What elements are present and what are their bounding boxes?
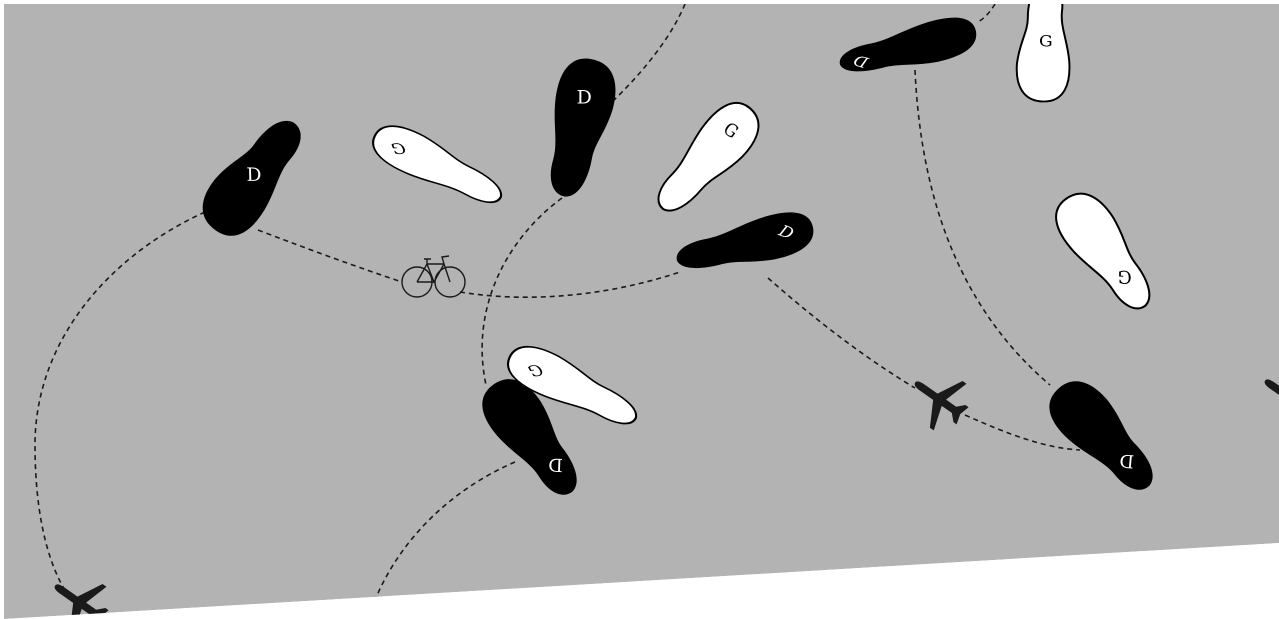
path-bottom-arc [374,461,516,601]
page-top-margin [0,0,1279,4]
light-sole-1: G [365,116,512,215]
path-right-curve [914,3,1051,386]
sole-letter: G [1118,265,1132,286]
light-sole-2: G [644,91,771,228]
sole-letter: D [1119,449,1135,471]
bicycle-icon [401,255,466,298]
sole-letter: D [246,165,261,186]
dark-sole-2: D [538,54,621,203]
sole-letter: D [577,86,592,108]
light-sole-5: G [1043,181,1170,322]
path-sole-to-bike [257,229,403,283]
dashed-paths [34,3,1081,601]
light-sole-3: G [499,336,647,437]
dark-sole-6: D [1037,369,1172,504]
sole-letter: G [388,140,408,157]
page-left-margin [0,0,4,619]
dark-sole-5: D [835,10,982,87]
sole-letter: D [548,454,563,475]
path-middle-curve [481,3,686,386]
path-bike-to-sole [459,271,681,298]
footprints: D D D D D D G G [191,0,1172,507]
dark-sole-4: D [470,367,597,507]
dark-sole-1: D [191,104,316,247]
light-sole-4: G [1015,0,1071,103]
path-to-plane-right [767,277,1081,451]
page-corner-mask [4,543,1279,619]
sole-letter: G [1039,32,1053,50]
grey-map-area [4,4,1279,619]
path-left-arc [34,211,206,599]
dark-sole-3: D [671,205,819,285]
